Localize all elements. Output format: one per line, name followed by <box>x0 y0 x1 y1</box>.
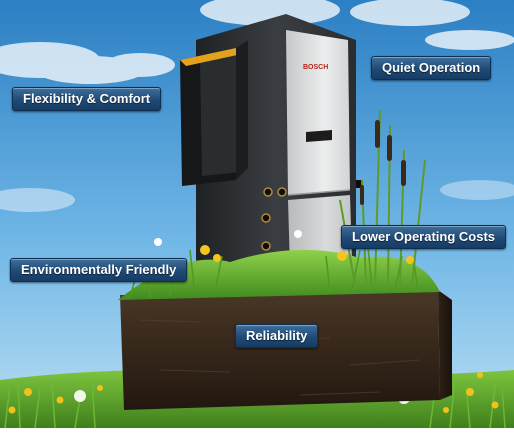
heat-pump-unit: BOSCH <box>180 14 362 280</box>
dandelions <box>8 372 499 414</box>
clouds <box>0 0 514 212</box>
feature-lower-operating-costs: Lower Operating Costs <box>341 225 507 249</box>
grass-top <box>118 249 440 300</box>
feature-flexibility-comfort: Flexibility & Comfort <box>12 87 162 111</box>
brand-logo: BOSCH <box>303 64 328 71</box>
feature-environmentally-friendly: Environmentally Friendly <box>10 258 188 282</box>
cattails <box>339 109 426 291</box>
soil-block <box>120 290 440 410</box>
feature-reliability: Reliability <box>235 324 319 348</box>
feature-quiet-operation: Quiet Operation <box>371 56 492 80</box>
